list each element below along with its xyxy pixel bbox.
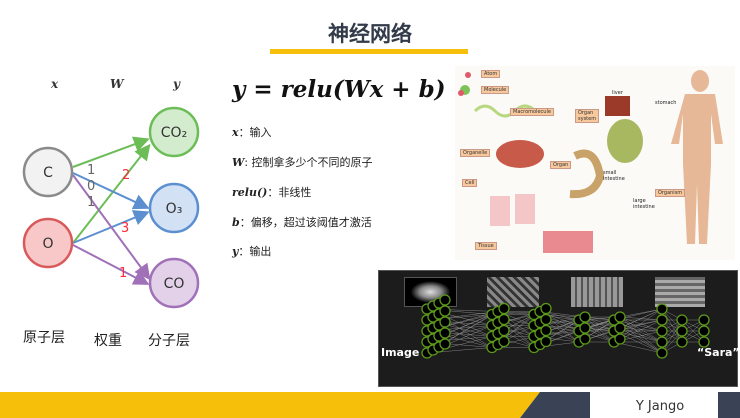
edge-o-o3 bbox=[72, 210, 150, 244]
label-small-intestine: small intestine bbox=[603, 170, 625, 182]
header-w: W bbox=[110, 77, 124, 91]
neuron bbox=[498, 335, 510, 348]
neuron bbox=[540, 313, 552, 326]
neuron bbox=[698, 314, 710, 326]
neuron bbox=[676, 314, 688, 326]
slide-title: 神经网络 bbox=[328, 22, 412, 46]
label-large-intestine: large intestine bbox=[633, 198, 655, 210]
node-o3: O₃ bbox=[148, 182, 200, 234]
neuron bbox=[579, 311, 591, 323]
svg-text:O: O bbox=[42, 236, 53, 252]
connection bbox=[619, 327, 663, 332]
weight-o-co2: 2 bbox=[122, 168, 130, 183]
input-label: Image bbox=[381, 346, 420, 359]
neural-diagram: 1 0 1 2 3 1 C O CO₂ O₃ CO bbox=[22, 106, 200, 309]
label-atom-layer: 原子层 bbox=[23, 330, 65, 346]
neuron bbox=[698, 336, 710, 348]
edge-c-co2 bbox=[72, 136, 150, 168]
neuron bbox=[498, 313, 510, 326]
label-organ-system: Organ system bbox=[575, 109, 599, 123]
neuron bbox=[656, 314, 668, 326]
node-co2: CO₂ bbox=[148, 106, 200, 158]
neuron bbox=[698, 325, 710, 337]
neuron bbox=[439, 338, 451, 350]
label-cell: Cell bbox=[462, 179, 478, 187]
neuron bbox=[676, 325, 688, 337]
neuron bbox=[614, 311, 626, 323]
connection bbox=[619, 308, 663, 329]
edge-c-o3 bbox=[72, 172, 150, 210]
neuron bbox=[498, 324, 510, 337]
neuron bbox=[579, 333, 591, 345]
neuron bbox=[439, 305, 451, 317]
connection bbox=[619, 327, 663, 343]
label-atom: Atom bbox=[481, 70, 501, 78]
header-y: y bbox=[173, 77, 180, 91]
svg-text:CO: CO bbox=[164, 276, 185, 292]
neuron bbox=[498, 302, 510, 315]
edge-c-co bbox=[72, 174, 151, 281]
neuron bbox=[540, 302, 552, 315]
connection bbox=[661, 319, 683, 354]
svg-text:CO₂: CO₂ bbox=[161, 125, 187, 141]
author-name: Y Jango bbox=[635, 399, 685, 414]
definition-w: W: 控制拿多少个不同的原子 bbox=[232, 156, 373, 169]
weight-c-co2: 1 bbox=[87, 163, 95, 178]
footer-bar bbox=[0, 392, 740, 418]
neuron bbox=[439, 316, 451, 328]
neuron bbox=[579, 322, 591, 334]
weight-c-o3: 0 bbox=[87, 179, 95, 194]
svg-text:O₃: O₃ bbox=[166, 201, 183, 217]
definition-x: x：输入 bbox=[232, 126, 272, 139]
label-molecule: Molecule bbox=[481, 86, 510, 94]
neuron bbox=[656, 347, 668, 359]
neuron bbox=[614, 333, 626, 345]
neuron bbox=[540, 335, 552, 348]
weight-c-co: 1 bbox=[87, 195, 95, 210]
edge-o-co2 bbox=[72, 143, 151, 244]
neuron bbox=[614, 322, 626, 334]
face-recognition-network-image: Image “Sara” bbox=[378, 270, 740, 387]
connection bbox=[619, 327, 663, 354]
label-macromolecule: Macromolecule bbox=[510, 108, 554, 116]
label-organelle: Organelle bbox=[460, 149, 491, 157]
node-c: C bbox=[22, 146, 74, 198]
header-x: x bbox=[51, 77, 59, 91]
title-underline bbox=[270, 49, 468, 54]
weight-o-co: 1 bbox=[119, 266, 127, 281]
neuron bbox=[540, 324, 552, 337]
connection bbox=[619, 319, 663, 329]
label-liver: liver bbox=[612, 90, 623, 96]
neuron bbox=[676, 336, 688, 348]
network-layers bbox=[421, 294, 710, 359]
formula: y = relu(Wx + b) bbox=[232, 76, 446, 103]
definition-b: b：偏移，超过该阈值才激活 bbox=[232, 216, 372, 229]
label-organ: Organ bbox=[550, 161, 572, 169]
node-co: CO bbox=[148, 257, 200, 309]
svg-text:C: C bbox=[43, 165, 53, 181]
label-tissue: Tissue bbox=[475, 242, 497, 250]
output-label: “Sara” bbox=[697, 346, 740, 359]
neuron bbox=[439, 327, 451, 339]
neuron bbox=[656, 325, 668, 337]
edge-o-co bbox=[72, 244, 150, 285]
label-weights: 权重 bbox=[94, 333, 122, 349]
neuron bbox=[656, 303, 668, 315]
biology-hierarchy-image: Atom Molecule Macromolecule Organelle Ce… bbox=[455, 66, 735, 260]
feature-map-2 bbox=[571, 277, 623, 307]
feature-map-3 bbox=[655, 277, 705, 307]
neuron bbox=[439, 294, 451, 306]
feature-map-1 bbox=[487, 277, 539, 307]
label-molecule-layer: 分子层 bbox=[148, 333, 190, 349]
label-stomach: stomach bbox=[655, 100, 677, 106]
node-o: O bbox=[22, 217, 74, 269]
definition-y: y：输出 bbox=[232, 245, 272, 258]
weight-o-o3: 3 bbox=[121, 221, 129, 236]
neuron bbox=[656, 336, 668, 348]
definition-relu: relu()：非线性 bbox=[232, 186, 312, 199]
connection bbox=[619, 308, 663, 318]
label-organism: Organism bbox=[655, 189, 686, 197]
